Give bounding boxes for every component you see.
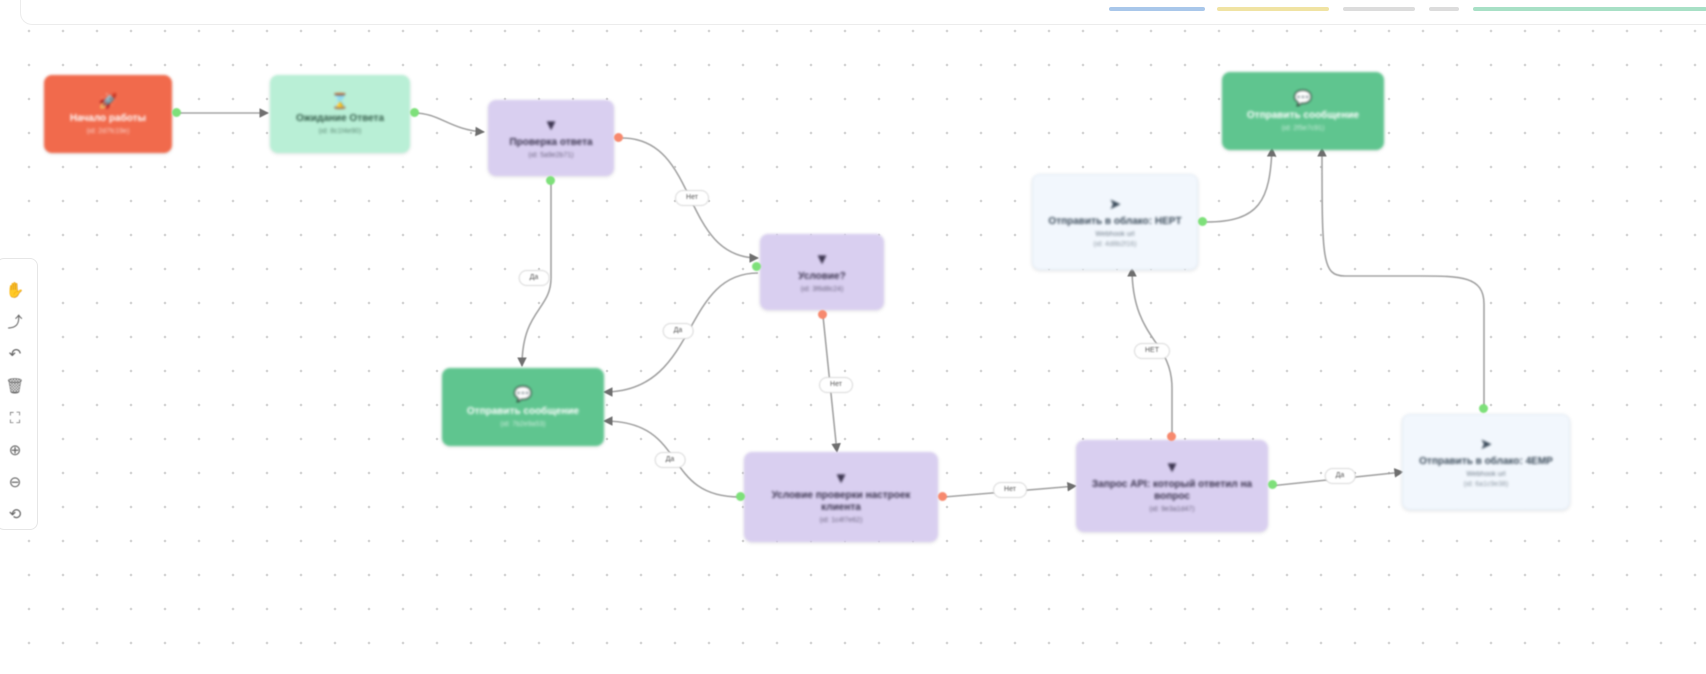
node-id: (id: 5a9e2b71) [528, 151, 574, 159]
send-arrow-icon: ➤ [1108, 195, 1122, 213]
node-title: Проверка ответа [509, 136, 593, 148]
edge-label[interactable]: Нет [819, 377, 853, 393]
delete-icon[interactable]: 🗑 [5, 378, 25, 395]
node-send-message-2[interactable]: 💬 Отправить сообщение (id: 2f5e7c91) [1222, 72, 1384, 150]
top-toolbar [20, 0, 1706, 25]
node-id: (id: 1c4f7e62) [819, 516, 863, 524]
node-id: (id: 6a1c9e38) [1463, 480, 1509, 488]
edge-label[interactable]: Да [518, 270, 550, 286]
success-handle[interactable] [546, 176, 555, 185]
edge-label[interactable]: Да [1324, 468, 1356, 484]
filter-icon: ▼ [814, 250, 830, 268]
node-title: Отправить в облако: HEPT [1048, 215, 1182, 227]
hourglass-icon: ⌛ [330, 92, 350, 110]
edge-label[interactable]: Да [654, 452, 686, 468]
tab-indicator-4[interactable] [1429, 7, 1459, 11]
fit-view-icon[interactable]: ⛶ [9, 410, 21, 427]
edge-cond4-send1[interactable] [1127, 267, 1173, 437]
fail-handle[interactable] [1167, 432, 1176, 441]
node-title: Условие? [798, 270, 846, 282]
node-condition-3[interactable]: ▼ Условие проверки настроек клиента (id:… [744, 452, 938, 542]
fail-handle[interactable] [614, 133, 623, 142]
input-handle[interactable] [736, 492, 745, 501]
edge-send2-msg2[interactable] [1317, 147, 1485, 408]
node-id: (id: 2f5e7c91) [1281, 124, 1325, 132]
node-title: Запрос API: который ответил на вопрос [1091, 478, 1253, 502]
node-send-message-1[interactable]: 💬 Отправить сообщение (id: 7b2e9a53) [442, 368, 604, 446]
canvas-toolbar: ✋ ⤴ ↶ 🗑 ⛶ ⊕ ⊖ ⟲ [0, 258, 38, 530]
tab-indicator-1[interactable] [1109, 7, 1205, 11]
tab-indicator-3[interactable] [1343, 7, 1415, 11]
node-title: Отправить сообщение [1246, 109, 1360, 121]
tab-indicator-2[interactable] [1217, 7, 1329, 11]
tab-indicator-5[interactable] [1473, 7, 1706, 11]
fail-handle[interactable] [818, 310, 827, 319]
node-id: (id: 7b2e9a53) [500, 420, 546, 428]
node-title: Отправить в облако: 4EMP [1419, 455, 1553, 467]
output-handle[interactable] [1198, 217, 1207, 226]
send-arrow-icon: ➤ [1479, 435, 1493, 453]
input-handle[interactable] [1479, 404, 1488, 413]
output-handle[interactable] [172, 108, 181, 117]
node-condition-2[interactable]: ▼ Условие? (id: 3f6d8c24) [760, 234, 884, 310]
zoom-out-icon[interactable]: ⊖ [8, 474, 22, 491]
rocket-icon: 🚀 [98, 92, 118, 110]
node-title: Отправить сообщение [466, 405, 580, 417]
chat-bubble-icon: 💬 [513, 385, 533, 403]
filter-icon: ▼ [1164, 458, 1180, 476]
zoom-in-icon[interactable]: ⊕ [8, 442, 22, 459]
node-wait-input[interactable]: ⌛ Ожидание Ответа (id: 8c1f4e90) [270, 75, 410, 153]
node-start[interactable]: 🚀 Начало работы (id: 2d7fc19e) [44, 75, 172, 153]
undo-icon[interactable]: ↶ [8, 346, 22, 363]
chat-bubble-icon: 💬 [1293, 89, 1313, 107]
edge-label[interactable]: Нет [993, 482, 1027, 498]
node-id: (id: 4d8b2f16) [1093, 240, 1137, 248]
hand-tool-icon[interactable]: ✋ [5, 282, 25, 299]
node-id: (id: 9e3a1d47) [1149, 505, 1195, 513]
node-id: (id: 2d7fc19e) [86, 127, 130, 135]
edge-label[interactable]: Да [662, 323, 694, 339]
node-webhook-2[interactable]: ➤ Отправить в облако: 4EMP Webhook url (… [1402, 414, 1570, 510]
fail-handle[interactable] [938, 492, 947, 501]
node-condition-4[interactable]: ▼ Запрос API: который ответил на вопрос … [1076, 440, 1268, 532]
node-title: Начало работы [69, 112, 147, 124]
node-id: (id: 8c1f4e90) [318, 127, 362, 135]
success-handle[interactable] [1268, 480, 1277, 489]
node-title: Условие проверки настроек клиента [771, 489, 911, 513]
edge-send1-msg2[interactable] [1205, 147, 1277, 223]
node-webhook-url: Webhook url [1095, 230, 1135, 238]
filter-icon: ▼ [833, 469, 849, 487]
node-condition-1[interactable]: ▼ Проверка ответа (id: 5a9e2b71) [488, 100, 614, 176]
connect-tool-icon[interactable]: ⤴ [7, 314, 23, 331]
node-webhook-1[interactable]: ➤ Отправить в облако: HEPT Webhook url (… [1032, 174, 1198, 270]
edge-input-cond1[interactable] [413, 112, 485, 137]
node-title: Ожидание Ответа [295, 112, 385, 124]
node-webhook-url: Webhook url [1466, 470, 1506, 478]
input-handle[interactable] [752, 262, 761, 271]
node-id: (id: 3f6d8c24) [800, 285, 844, 293]
edge-label[interactable]: НЕТ [1134, 343, 1170, 359]
edge-label[interactable]: Нет [675, 190, 709, 206]
history-icon[interactable]: ⟲ [8, 506, 22, 523]
filter-icon: ▼ [543, 116, 559, 134]
edge-cond1-msg1[interactable] [517, 180, 552, 367]
output-handle[interactable] [410, 108, 419, 117]
